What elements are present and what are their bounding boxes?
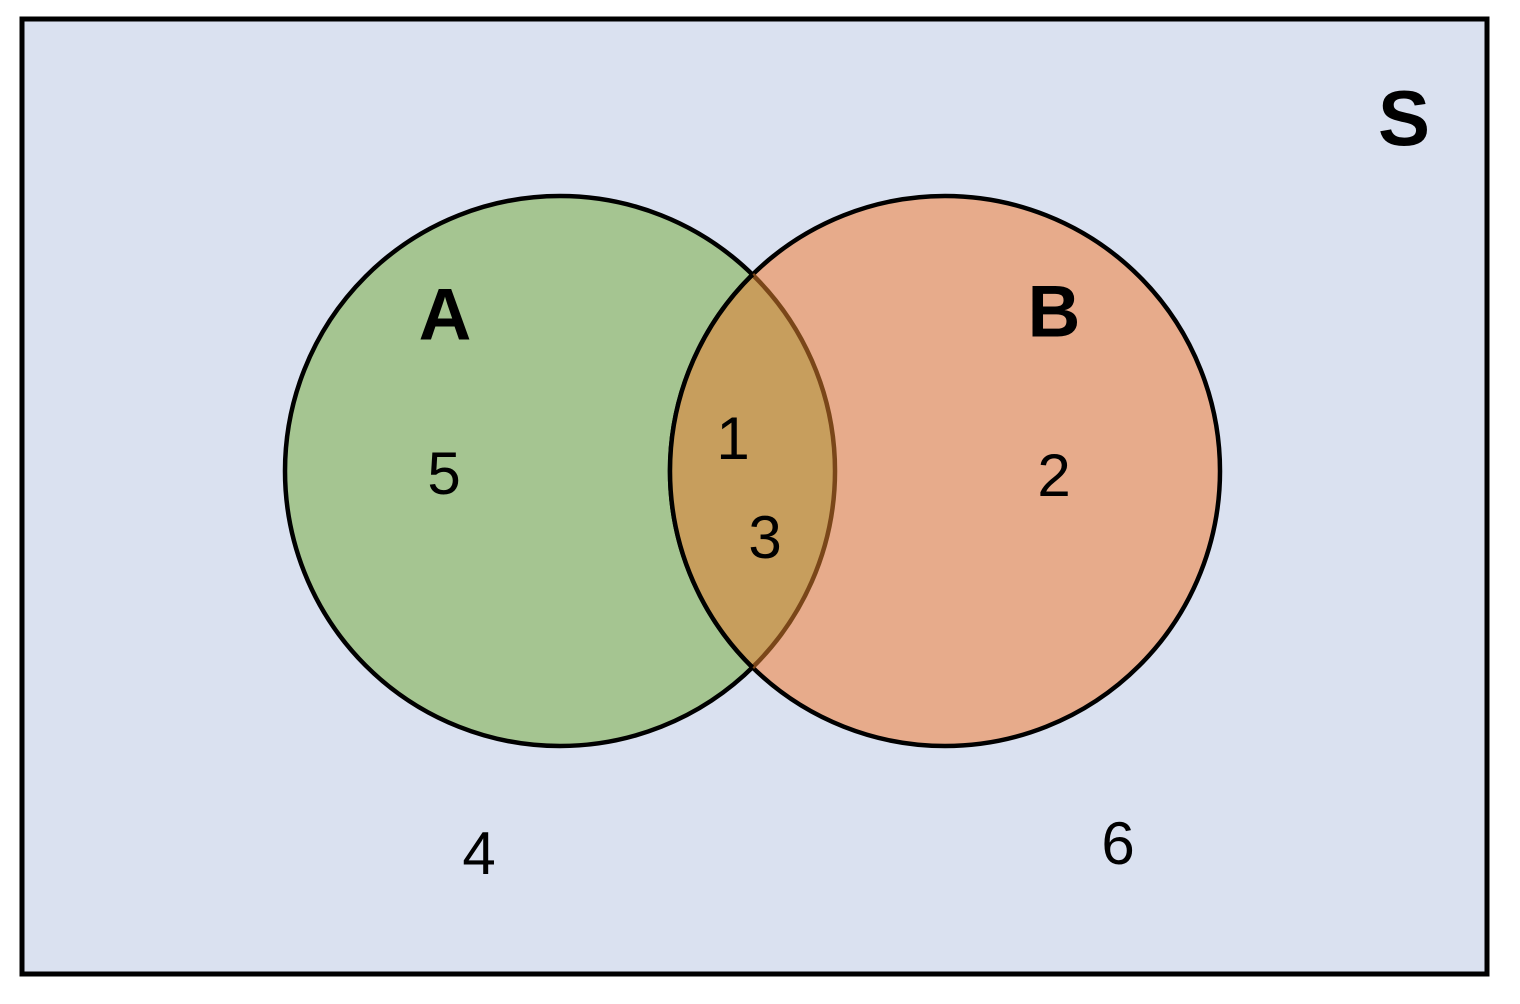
element-outside-6: 6 (1101, 810, 1135, 877)
set-b-label: B (1027, 271, 1081, 353)
intersection-region (669, 274, 836, 668)
set-a-label: A (418, 274, 472, 356)
intersection-edge-a (750, 272, 838, 670)
element-outside-4: 4 (462, 820, 496, 887)
element-intersection-1: 1 (716, 405, 750, 472)
element-b-only-2: 2 (1037, 442, 1071, 509)
element-intersection-3: 3 (748, 504, 782, 571)
intersection-edge-b (667, 272, 755, 670)
element-a-only-5: 5 (427, 440, 461, 507)
universe-label: S (1377, 74, 1431, 162)
